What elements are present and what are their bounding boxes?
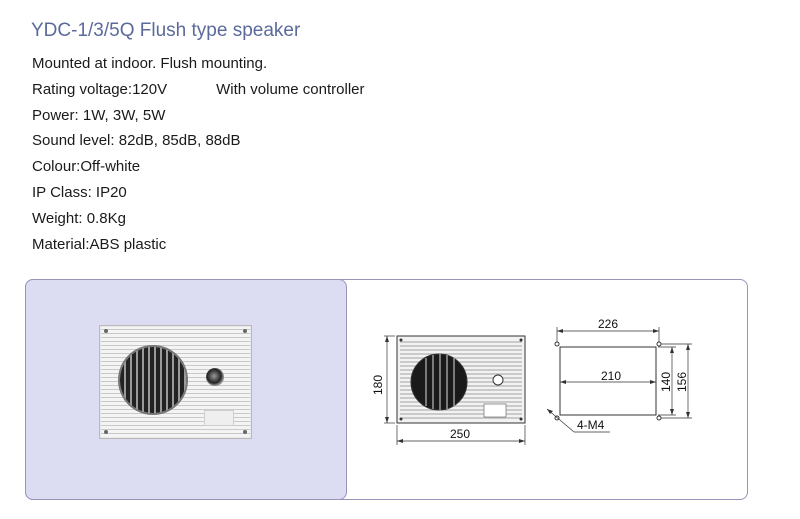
- label-plate: [204, 410, 234, 426]
- spec-weight: Weight: 0.8Kg: [32, 209, 126, 227]
- dimension-drawing: 250 180 226 210 140 156 4-M4: [371, 317, 692, 445]
- spec-list: Mounted at indoor. Flush mounting. Ratin…: [32, 54, 365, 260]
- screw-icon: [104, 430, 108, 434]
- spec-voltage: Rating voltage:120V: [32, 80, 168, 98]
- product-title: YDC-1/3/5Q Flush type speaker: [31, 20, 301, 41]
- spec-mounting: Mounted at indoor. Flush mounting.: [32, 55, 268, 72]
- speaker-photo: [99, 325, 252, 439]
- spec-voltage-row: Rating voltage:120V With volume controlle…: [32, 80, 365, 106]
- cutout-outer-height-label: 156: [675, 372, 689, 392]
- cutout-view: 226 210 140 156 4-M4: [546, 317, 692, 433]
- screw-icon: [104, 329, 108, 333]
- front-width-label: 250: [450, 427, 470, 441]
- front-height-label: 180: [371, 375, 385, 395]
- spec-material: Material:ABS plastic: [32, 235, 167, 253]
- spec-volume: With volume controller: [216, 80, 365, 98]
- volume-knob-icon: [206, 368, 224, 386]
- cutout-inner-height-label: 140: [659, 372, 673, 392]
- screw-icon: [243, 329, 247, 333]
- spec-ip: IP Class: IP20: [32, 183, 127, 201]
- screw-spec-label: 4-M4: [577, 418, 605, 432]
- cutout-inner-width-label: 210: [601, 369, 621, 383]
- speaker-grille-icon: [120, 347, 186, 413]
- cutout-outer-width-label: 226: [598, 317, 618, 331]
- spec-sound: Sound level: 82dB, 85dB, 88dB: [32, 132, 241, 150]
- spec-colour: Colour:Off-white: [32, 158, 141, 176]
- screw-icon: [243, 430, 247, 434]
- spec-power: Power: 1W, 3W, 5W: [32, 106, 166, 124]
- front-view: 250 180: [371, 335, 526, 445]
